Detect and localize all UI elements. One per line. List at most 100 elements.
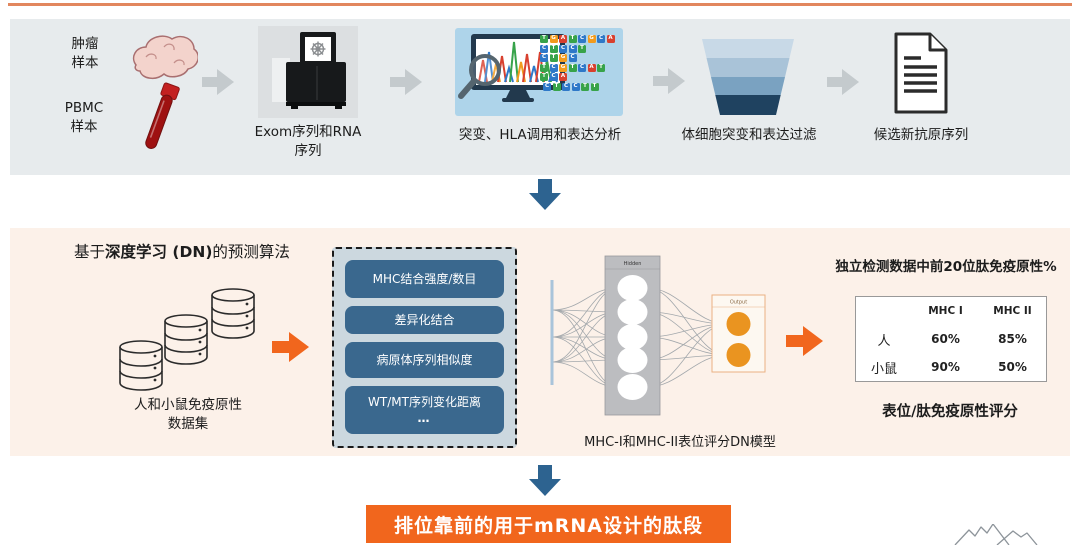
dl-title-bold: 深度学习 (DN) [105,243,213,261]
orange-arrow-icon [272,332,309,362]
results-title: 独立检测数据中前20位肽免疫原性% [835,259,1057,275]
dna-tile: C [568,44,577,53]
feature-pill: MHC结合强度/数目 [345,260,504,298]
nn-hidden-label: Hidden [624,261,642,267]
feature-label: 差异化结合 [394,312,455,327]
dna-tile: C [597,35,605,43]
database-icon [211,288,255,339]
tumor-tissue-icon [132,35,198,79]
dna-tile: T [597,63,605,72]
dna-tile: T [568,35,577,43]
flow-arrow-icon [390,69,422,95]
dna-tile: G [549,35,558,43]
tumor-sample-label: 肿瘤 样本 [71,36,99,71]
orange-arrow-icon [786,326,823,356]
dna-tile: C [549,63,558,72]
deep-learning-panel: 基于深度学习 (DN)的预测算法 人和小鼠免疫原性 数据集 [10,228,1070,456]
database-icon [119,340,163,391]
table-row-label-human: 人 [877,333,891,349]
dna-tile: C [562,82,570,91]
dl-title-suffix: 的预测算法 [212,243,290,261]
dna-tile: C [568,54,577,62]
dna-tile: G [559,54,567,62]
nn-output-node [726,343,751,367]
analysis-step-caption: 突变、HLA调用和表达分析 [458,127,622,143]
nn-hidden-node [617,324,648,350]
top-accent-line [8,3,1072,6]
feature-pill: 病原体序列相似度 [345,342,504,378]
dna-tile: G [559,63,567,72]
dna-tile: C [578,35,586,43]
nn-hidden-node [617,275,648,301]
nn-hidden-node [617,374,648,400]
mountain-watermark-icon [954,524,1038,545]
feature-ellipsis: … [417,410,432,425]
dna-tile: C [571,82,580,91]
sequencing-step-caption: Exom序列和RNA 序列 [254,124,362,159]
monitor-stand [506,90,530,98]
feature-pill: 差异化结合 [345,306,504,334]
down-arrow-icon [529,179,561,210]
sequencing-flow-panel: 肿瘤 样本 PBMC 样本 [10,19,1070,175]
table-header-mhc1: MHC I [928,305,963,317]
flow-arrow-icon [202,69,234,95]
down-arrow-icon [529,465,561,496]
flow-arrow-icon [827,69,859,95]
dna-tile: T [549,54,558,62]
magnifier-icon [458,54,501,99]
dna-tile: C [549,73,558,81]
dna-tile: T [552,82,561,91]
dna-tile: C [559,44,567,53]
document-icon [894,32,948,114]
feature-label: 病原体序列相似度 [376,352,473,367]
score-caption: 表位/肽免疫原性评分 [882,404,1018,420]
feature-pill: WT/MT序列变化距离 … [345,386,504,434]
gear-icon [310,41,326,57]
dna-tile: A [559,73,567,81]
table-value: 60% [931,332,960,346]
nn-output-label: Output [730,300,747,306]
candidate-step-caption: 候选新抗原序列 [873,127,969,143]
dna-tile: T [581,82,589,91]
dna-tile: G [587,35,596,43]
table-row-label-mouse: 小鼠 [870,361,897,377]
dna-tile: T [578,44,586,53]
dl-section-title: 基于深度学习 (DN)的预测算法 [74,240,290,262]
banner-text: 排位靠前的用于mRNA设计的肽段 [393,514,704,537]
table-value: 50% [998,360,1027,374]
database-icon [164,314,208,365]
nn-model-caption: MHC-I和MHC-II表位评分DN模型 [584,435,776,450]
dna-tile: T [568,63,577,72]
dna-tile: A [606,35,615,43]
dna-tile: A [559,35,567,43]
feature-box: MHC结合强度/数目 差异化结合 病原体序列相似度 WT/MT序列变化距离 … [332,247,517,448]
feature-label: WT/MT序列变化距离 [368,394,481,409]
dna-tile: A [587,63,596,72]
dna-tile: T [540,35,548,43]
nn-hidden-node [617,347,648,373]
sequencer-image [258,26,358,118]
dna-tile: T [549,44,558,53]
table-value: 90% [931,360,960,374]
nn-diagram: Hidden Output [550,255,766,416]
feature-label: MHC结合强度/数目 [372,271,477,286]
flow-arrow-icon [653,68,685,94]
nn-hidden-node [617,299,648,325]
dna-tile: C [540,44,548,53]
dna-tile: T [590,82,599,91]
dna-tile: T [540,73,548,81]
database-icons [119,288,255,391]
funnel-icon [702,39,794,115]
dna-tile: T [540,63,548,72]
blood-tube-icon [145,82,180,149]
pbmc-sample-label: PBMC 样本 [64,100,104,135]
results-table: MHC I MHC II 人 60% 85% 小鼠 90% 50% [855,296,1047,382]
table-value: 85% [998,332,1027,346]
table-header-mhc2: MHC II [993,305,1032,317]
dna-tile: C [578,63,586,72]
dataset-caption: 人和小鼠免疫原性 数据集 [134,397,242,432]
dna-tile: C [540,54,548,62]
